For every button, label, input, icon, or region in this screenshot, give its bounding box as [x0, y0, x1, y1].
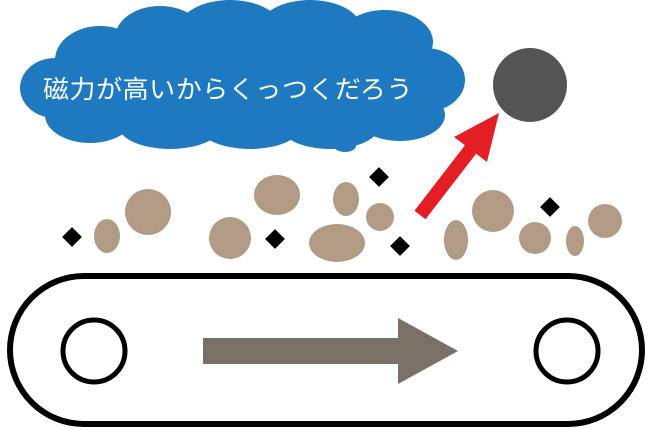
thought-cloud: [20, 0, 465, 149]
particle: [444, 220, 468, 260]
thought-trail-dot-large: [311, 115, 345, 133]
attracted-ball: [493, 48, 567, 122]
particle: [472, 190, 514, 232]
particle: [333, 182, 359, 216]
thought-trail-dot-small: [334, 140, 356, 152]
particle: [209, 217, 251, 259]
magnetic-particle: [390, 236, 410, 256]
right-arrow-icon: [203, 318, 458, 384]
thought-text: 磁力が高いからくっつくだろう: [43, 75, 413, 104]
particle: [94, 219, 120, 253]
magnetic-particle: [369, 167, 389, 187]
magnetic-particle: [540, 197, 560, 217]
particle: [366, 203, 394, 231]
particle: [254, 175, 300, 215]
particle: [566, 226, 584, 256]
particle: [519, 222, 551, 254]
thought-bubble: 磁力が高いからくっつくだろう: [20, 0, 465, 152]
particle: [125, 189, 171, 235]
particle-group: [94, 175, 622, 262]
magnetic-particle: [62, 227, 82, 247]
magnetic-particle: [265, 229, 285, 249]
particle: [588, 204, 622, 238]
particle: [309, 224, 365, 262]
up-right-arrow-icon: [414, 113, 499, 220]
conveyor-belt: [7, 273, 645, 427]
conveyor-roller-right: [533, 317, 601, 385]
conveyor-roller-left: [60, 317, 128, 385]
magnetic-particle-group: [62, 167, 560, 256]
